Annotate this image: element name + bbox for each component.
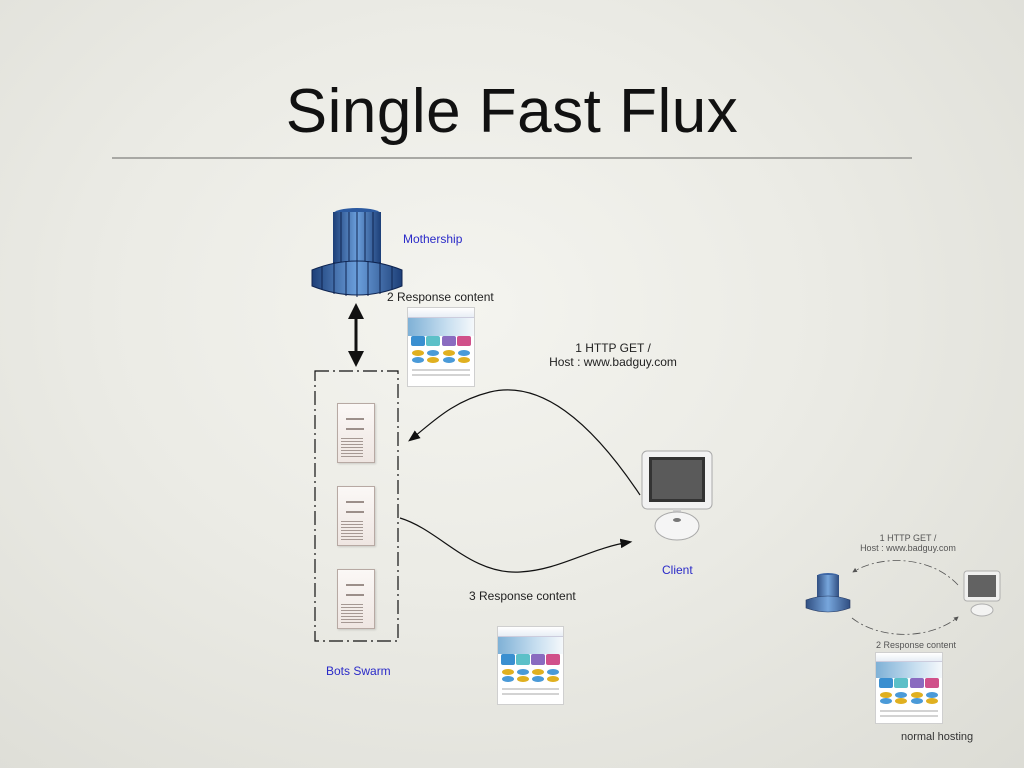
- title-divider: [112, 157, 912, 159]
- inset-request-arrow: [852, 560, 959, 586]
- http-get-arrow: [408, 389, 641, 496]
- bots-swarm-box: [314, 370, 399, 642]
- inset-request-label: 1 HTTP GET / Host : www.badguy.com: [858, 533, 958, 553]
- bots-swarm-label: Bots Swarm: [326, 664, 391, 678]
- response-3-label: 3 Response content: [469, 589, 576, 603]
- response-2-label: 2 Response content: [387, 290, 494, 304]
- bot-server-icon: [337, 486, 375, 546]
- inset-response-arrow: [851, 616, 959, 635]
- webpage-thumbnail-icon: [497, 626, 564, 705]
- inset-request-line1: 1 HTTP GET /: [879, 533, 937, 543]
- client-label: Client: [662, 563, 693, 577]
- client-computer-icon: [641, 450, 713, 541]
- mothership-icon: [311, 208, 403, 297]
- mothership-label: Mothership: [403, 232, 463, 246]
- response-arrow: [399, 517, 633, 573]
- inset-webpage-thumbnail-icon: [875, 652, 943, 724]
- webpage-thumbnail-icon: [407, 307, 475, 387]
- inset-client-icon: [963, 570, 1001, 617]
- http-get-label: 1 HTTP GET / Host : www.badguy.com: [540, 341, 686, 369]
- http-get-label-line2: Host : www.badguy.com: [549, 355, 677, 369]
- bot-server-icon: [337, 403, 375, 463]
- inset-response-label: 2 Response content: [876, 640, 957, 650]
- slide-title: Single Fast Flux: [285, 77, 739, 146]
- inset-request-line2: Host : www.badguy.com: [860, 543, 956, 553]
- mothership-swarm-arrow: [348, 303, 364, 367]
- bot-server-icon: [337, 569, 375, 629]
- inset-server-icon: [805, 573, 851, 613]
- normal-hosting-caption: normal hosting: [901, 731, 974, 743]
- http-get-label-line1: 1 HTTP GET /: [575, 341, 651, 355]
